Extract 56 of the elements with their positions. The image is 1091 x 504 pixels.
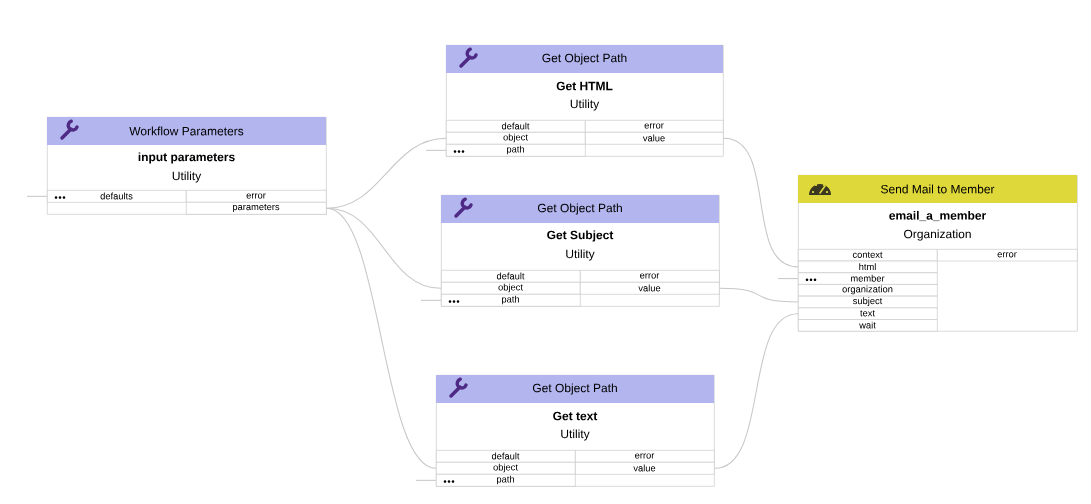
port-cell: error xyxy=(580,270,720,283)
port-cell: error xyxy=(937,249,1078,262)
node-name: Get HTML xyxy=(556,81,613,91)
port-cell: organization xyxy=(798,284,938,297)
connector-line xyxy=(415,479,437,481)
port-cell: default xyxy=(441,270,581,283)
port-cell: path xyxy=(436,474,576,487)
header-bar: Get Object Path xyxy=(441,195,719,223)
header-bar: Get Object Path xyxy=(436,375,714,403)
node-card xyxy=(441,195,720,307)
node-name: Get text xyxy=(553,411,598,421)
node-card xyxy=(798,175,1078,332)
connector-line xyxy=(714,313,799,469)
connector-line xyxy=(326,207,437,469)
node-category: Utility xyxy=(566,249,595,261)
port-cell: default xyxy=(436,450,576,463)
header-bar: Send Mail to Member xyxy=(798,175,1077,203)
port-cell: error xyxy=(585,120,724,133)
node-category: Utility xyxy=(570,99,600,111)
port-cell: defaults xyxy=(47,190,187,203)
connector-line xyxy=(723,137,799,268)
port-cell: object xyxy=(441,282,581,295)
port-cell: path xyxy=(446,144,586,157)
port-cell: text xyxy=(798,307,938,320)
node-name: email_a_member xyxy=(889,210,986,222)
port-cell: subject xyxy=(798,295,938,309)
connector-line xyxy=(420,299,442,301)
port-cell: value xyxy=(585,132,724,145)
port-cell: object xyxy=(436,462,576,475)
port-cell: value xyxy=(575,462,715,475)
port-cell: wait xyxy=(798,319,938,332)
port-cell: html xyxy=(798,260,938,274)
node-card xyxy=(446,45,724,157)
port-cell: path xyxy=(441,294,581,307)
node-card xyxy=(436,375,715,487)
port-cell: context xyxy=(798,249,938,262)
port-cell: object xyxy=(446,132,586,145)
port-cell: error xyxy=(186,190,327,203)
port-cell: member xyxy=(798,272,938,285)
node-category: Utility xyxy=(172,171,202,183)
port-cell: error xyxy=(575,450,715,463)
connector-line xyxy=(425,149,447,151)
port-cell: parameters xyxy=(186,202,327,215)
connector-line xyxy=(777,278,799,280)
node-category: Organization xyxy=(904,229,971,241)
port-cell: value xyxy=(580,282,720,295)
connector-line xyxy=(26,195,48,197)
header-bar: Workflow Parameters xyxy=(47,117,326,145)
connector-line xyxy=(719,287,799,303)
header-bar: Get Object Path xyxy=(446,45,723,73)
port-cell: default xyxy=(446,120,586,133)
node-category: Utility xyxy=(561,429,590,441)
node-name: input parameters xyxy=(138,152,235,164)
connector-line xyxy=(326,137,447,209)
node-card xyxy=(47,117,327,215)
node-name: Get Subject xyxy=(547,230,614,242)
